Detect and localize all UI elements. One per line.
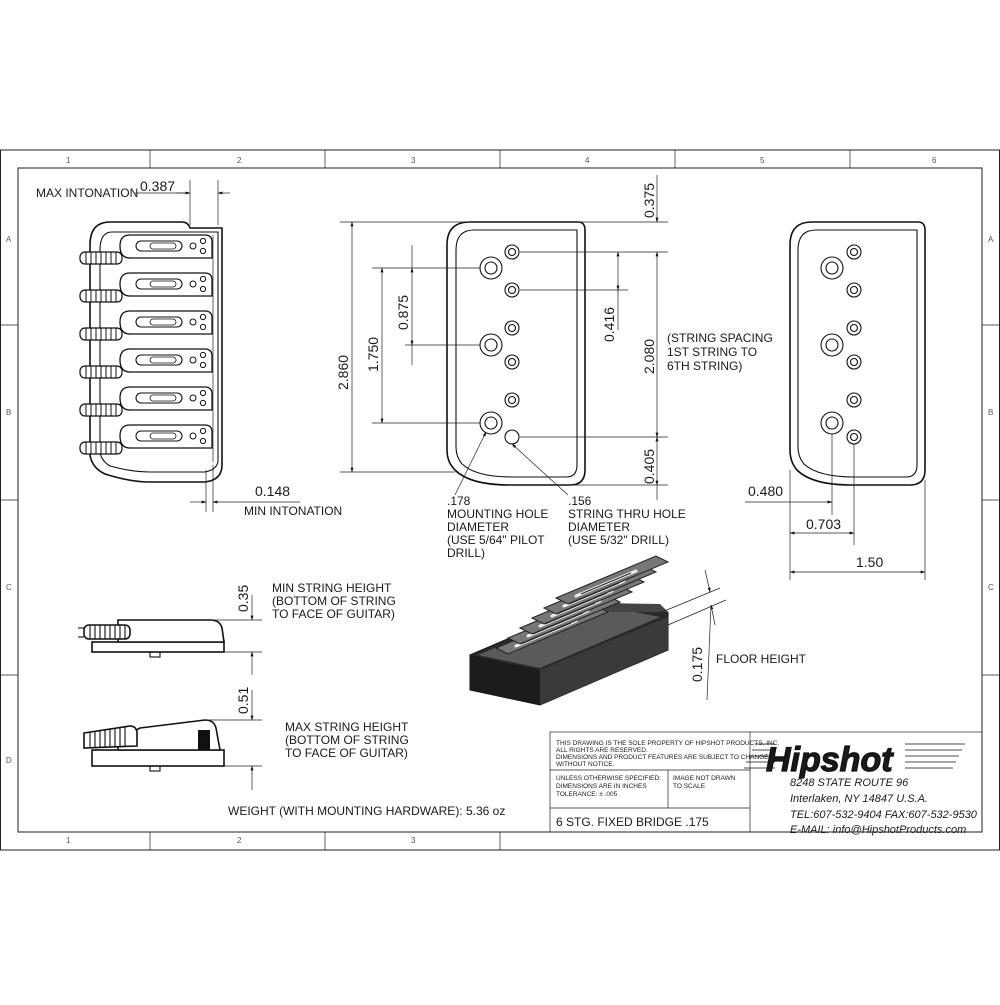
- floor-height-value: 0.175: [689, 647, 705, 682]
- mount-hole-line-4: (USE 5/64" PILOT: [447, 533, 545, 547]
- length-dims: 2.860 1.750 0.875: [335, 221, 480, 473]
- row-offset-value: 0.703: [806, 516, 841, 532]
- zone-col-2: 2: [237, 156, 242, 165]
- saddle: [79, 348, 213, 379]
- mount-hole-line-3: DIAMETER: [447, 520, 509, 534]
- width-value: 1.50: [856, 554, 883, 570]
- string-thru-holes: [504, 244, 520, 445]
- bottom-offset-value: 0.405: [641, 449, 657, 484]
- top-offset-value: 0.375: [641, 183, 657, 218]
- max-height-note-1: MAX STRING HEIGHT: [285, 720, 409, 734]
- address-line-3: TEL:607-532-9404 FAX:607-532-9530: [790, 809, 978, 821]
- saddle: [79, 234, 213, 265]
- string-span-note-1: (STRING SPACING: [667, 331, 773, 345]
- zone-row-a-right: A: [988, 235, 994, 244]
- address-line-2: Interlaken, NY 14847 U.S.A.: [790, 793, 928, 805]
- zone-col-3: 3: [411, 156, 416, 165]
- zone-col-1-bottom: 1: [66, 836, 71, 845]
- max-height-value: 0.51: [235, 687, 251, 714]
- notice-line-3: DIMENSIONS AND PRODUCT FEATURES ARE SUBJ…: [556, 754, 769, 761]
- title-block: THIS DRAWING IS THE SOLE PROPERTY OF HIP…: [549, 731, 983, 833]
- notice-line-2: ALL RIGHTS ARE RESERVED.: [556, 747, 648, 754]
- saddle: [79, 272, 213, 303]
- saddle: [79, 424, 213, 455]
- mount-hole-line-5: DRILL): [447, 546, 485, 560]
- side-offset-value: 0.480: [748, 483, 783, 499]
- zone-labels: 1 2 3 4 5 6 1 2 3 A B C D A B C: [6, 156, 994, 845]
- string-span-note-3: 6TH STRING): [667, 359, 742, 373]
- iso-saddle: [554, 555, 670, 605]
- min-height-note-1: MIN STRING HEIGHT: [272, 581, 392, 595]
- max-intonation-dim: MAX INTONATION 0.387: [36, 178, 230, 225]
- floor-height-dim: 0.175 FLOOR HEIGHT: [661, 569, 807, 701]
- width-dims: 0.480 0.703 1.50: [745, 434, 926, 580]
- zone-row-d: D: [6, 756, 12, 765]
- min-height-note-3: TO FACE OF GUITAR): [272, 607, 395, 621]
- max-height-note-3: TO FACE OF GUITAR): [285, 746, 408, 760]
- zone-col-3-bottom: 3: [411, 836, 416, 845]
- address-line-4: E-MAIL: info@HipshotProducts.com: [790, 824, 966, 836]
- thru-hole-line-3: DIAMETER: [568, 520, 630, 534]
- zone-row-b: B: [6, 408, 11, 417]
- mounting-holes: [479, 256, 503, 435]
- zone-row-c: C: [6, 583, 12, 592]
- min-intonation-label: MIN INTONATION: [244, 504, 342, 518]
- hole-span-value: 1.750: [365, 337, 381, 372]
- thru-hole-line-4: (USE 5/32" DRILL): [568, 533, 669, 547]
- mount-hole-line-2: MOUNTING HOLE: [447, 507, 548, 521]
- string-spacing-dims: 0.375 2.080 0.405 0.416 (STRING SPACING …: [520, 175, 773, 500]
- zone-col-5: 5: [760, 156, 765, 165]
- side-view-min-height: 0.35 MIN STRING HEIGHT (BOTTOM OF STRING…: [78, 581, 396, 675]
- side-view-max-height: 0.51 MAX STRING HEIGHT (BOTTOM OF STRING…: [83, 687, 409, 790]
- notice-line-4: WITHOUT NOTICE.: [556, 761, 615, 768]
- address-line-1: 8248 STATE ROUTE 96: [790, 777, 909, 789]
- thru-hole-line-1: .156: [568, 494, 592, 508]
- max-height-note-2: (BOTTOM OF STRING: [285, 733, 409, 747]
- zone-col-6: 6: [932, 156, 937, 165]
- spec-line-3: TOLERANCE: ± .005: [556, 791, 618, 798]
- hipshot-logo: Hipshot: [766, 741, 894, 779]
- scale-line-1: IMAGE NOT DRAWN: [673, 775, 736, 782]
- min-height-value: 0.35: [235, 585, 251, 612]
- bridge-hole-view: [446, 221, 586, 486]
- spec-line-1: UNLESS OTHERWISE SPECIFIED:: [556, 775, 661, 782]
- company-block: Hipshot 8248 STATE ROUTE 96 Interlaken, …: [744, 740, 978, 836]
- saddles: [79, 234, 213, 455]
- max-intonation-label: MAX INTONATION: [36, 186, 138, 200]
- zone-row-c-right: C: [988, 583, 994, 592]
- spec-line-2: DIMENSIONS ARE IN INCHES: [556, 783, 647, 790]
- iso-saddles: [494, 555, 670, 655]
- bridge-right-view: [789, 221, 926, 486]
- mount-hole-line-1: .178: [447, 494, 471, 508]
- min-height-note-2: (BOTTOM OF STRING: [272, 594, 396, 608]
- length-value: 2.860: [335, 355, 351, 390]
- zone-col-1: 1: [66, 156, 71, 165]
- string-pitch-value: 0.416: [601, 307, 617, 342]
- weight-note: WEIGHT (WITH MOUNTING HARDWARE): 5.36 oz: [228, 804, 505, 818]
- min-intonation-dim: 0.148 MIN INTONATION: [190, 465, 342, 518]
- floor-height-label: FLOOR HEIGHT: [716, 652, 807, 666]
- saddle: [79, 310, 213, 341]
- hole-pitch-value: 0.875: [395, 295, 411, 330]
- zone-row-a: A: [6, 235, 12, 244]
- hole-callouts: .178 MOUNTING HOLE DIAMETER (USE 5/64" P…: [447, 431, 686, 560]
- zone-row-b-right: B: [988, 408, 993, 417]
- bridge-top-view: [79, 221, 223, 483]
- saddle: [79, 386, 213, 417]
- string-span-note-2: 1ST STRING TO: [667, 345, 757, 359]
- thru-hole-line-2: STRING THRU HOLE: [568, 507, 686, 521]
- zone-col-2-bottom: 2: [237, 836, 242, 845]
- zone-col-4: 4: [585, 156, 590, 165]
- scale-line-2: TO SCALE: [673, 783, 706, 790]
- string-span-value: 2.080: [641, 339, 657, 374]
- min-intonation-value: 0.148: [255, 483, 290, 499]
- bridge-isometric-view: [469, 555, 670, 706]
- max-intonation-value: 0.387: [140, 178, 175, 194]
- drawing-title: 6 STG. FIXED BRIDGE .175: [556, 815, 709, 829]
- notice-line-1: THIS DRAWING IS THE SOLE PROPERTY OF HIP…: [556, 740, 779, 747]
